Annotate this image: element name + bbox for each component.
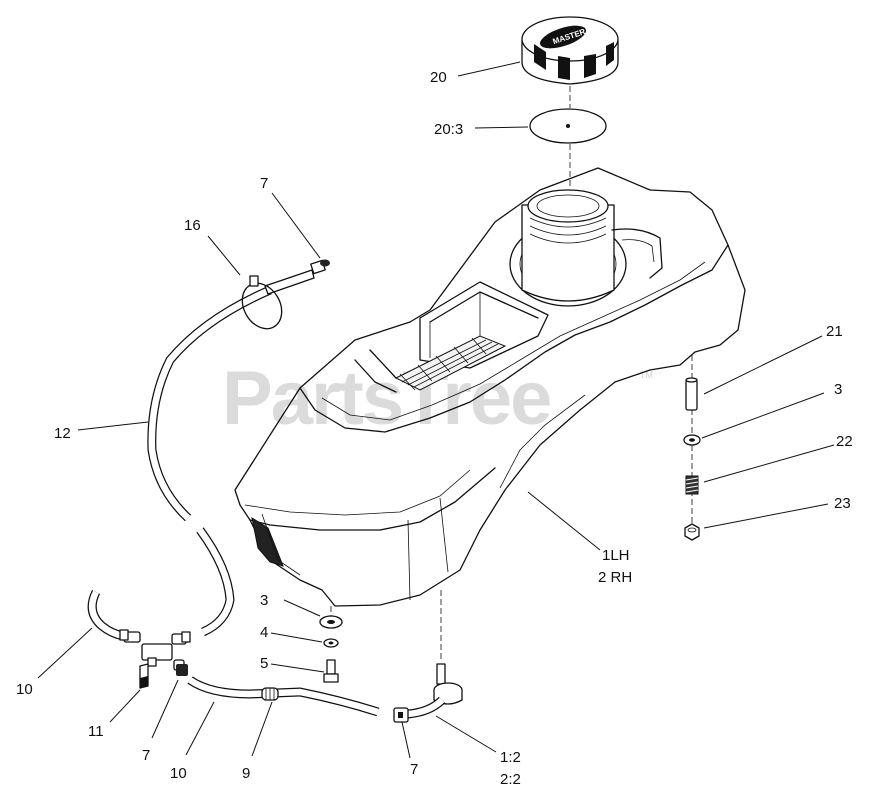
callout-2rh: 2 RH — [598, 569, 632, 586]
callout-1-2: 1:2 — [500, 749, 521, 766]
washer-4[interactable] — [323, 638, 339, 648]
leader-lines — [37, 61, 835, 759]
callout-20: 20 — [430, 69, 447, 86]
mount-washer[interactable] — [683, 434, 701, 446]
fuel-cap[interactable]: MASTER — [521, 16, 619, 85]
fuel-tank[interactable] — [234, 167, 746, 607]
callout-2-2: 2:2 — [500, 771, 521, 788]
watermark: PartsTree — [222, 356, 550, 441]
shutoff-valve[interactable] — [123, 631, 187, 689]
callout-10-lower: 10 — [170, 765, 187, 782]
callout-12: 12 — [54, 425, 71, 442]
hose-clamp-7c[interactable] — [393, 707, 409, 723]
mount-spring[interactable] — [685, 475, 699, 495]
mount-nut[interactable] — [684, 523, 700, 541]
hose-clamp-valve[interactable] — [119, 629, 191, 676]
callout-3-lower: 3 — [260, 592, 268, 609]
callout-20-3: 20:3 — [434, 121, 463, 138]
callout-5: 5 — [260, 655, 268, 672]
callout-4: 4 — [260, 624, 268, 641]
hose-10-left[interactable] — [87, 589, 125, 641]
cap-gasket[interactable] — [529, 108, 607, 144]
callout-10-left: 10 — [16, 681, 33, 698]
inline-filter[interactable] — [261, 687, 279, 701]
callout-9: 9 — [242, 765, 250, 782]
hose-clamp-16[interactable] — [234, 275, 289, 336]
callout-7-outlet: 7 — [410, 761, 418, 778]
watermark-trademark: TM — [640, 370, 653, 380]
vent-fitting[interactable] — [264, 259, 330, 295]
callout-22: 22 — [836, 433, 853, 450]
fuel-line[interactable] — [187, 676, 446, 719]
vent-hose[interactable] — [147, 285, 272, 637]
callout-11: 11 — [88, 723, 104, 740]
callout-16: 16 — [184, 217, 201, 234]
bolt-5[interactable] — [323, 659, 339, 683]
callout-7-valve: 7 — [142, 747, 150, 764]
callout-7: 7 — [260, 175, 268, 192]
callout-23: 23 — [834, 495, 851, 512]
callout-21: 21 — [826, 323, 843, 340]
mount-pin[interactable] — [685, 377, 698, 411]
callout-3: 3 — [834, 381, 842, 398]
tank-outlet-fitting[interactable] — [433, 663, 463, 705]
washer-3[interactable] — [319, 615, 343, 629]
callout-1lh: 1LH — [602, 547, 630, 564]
